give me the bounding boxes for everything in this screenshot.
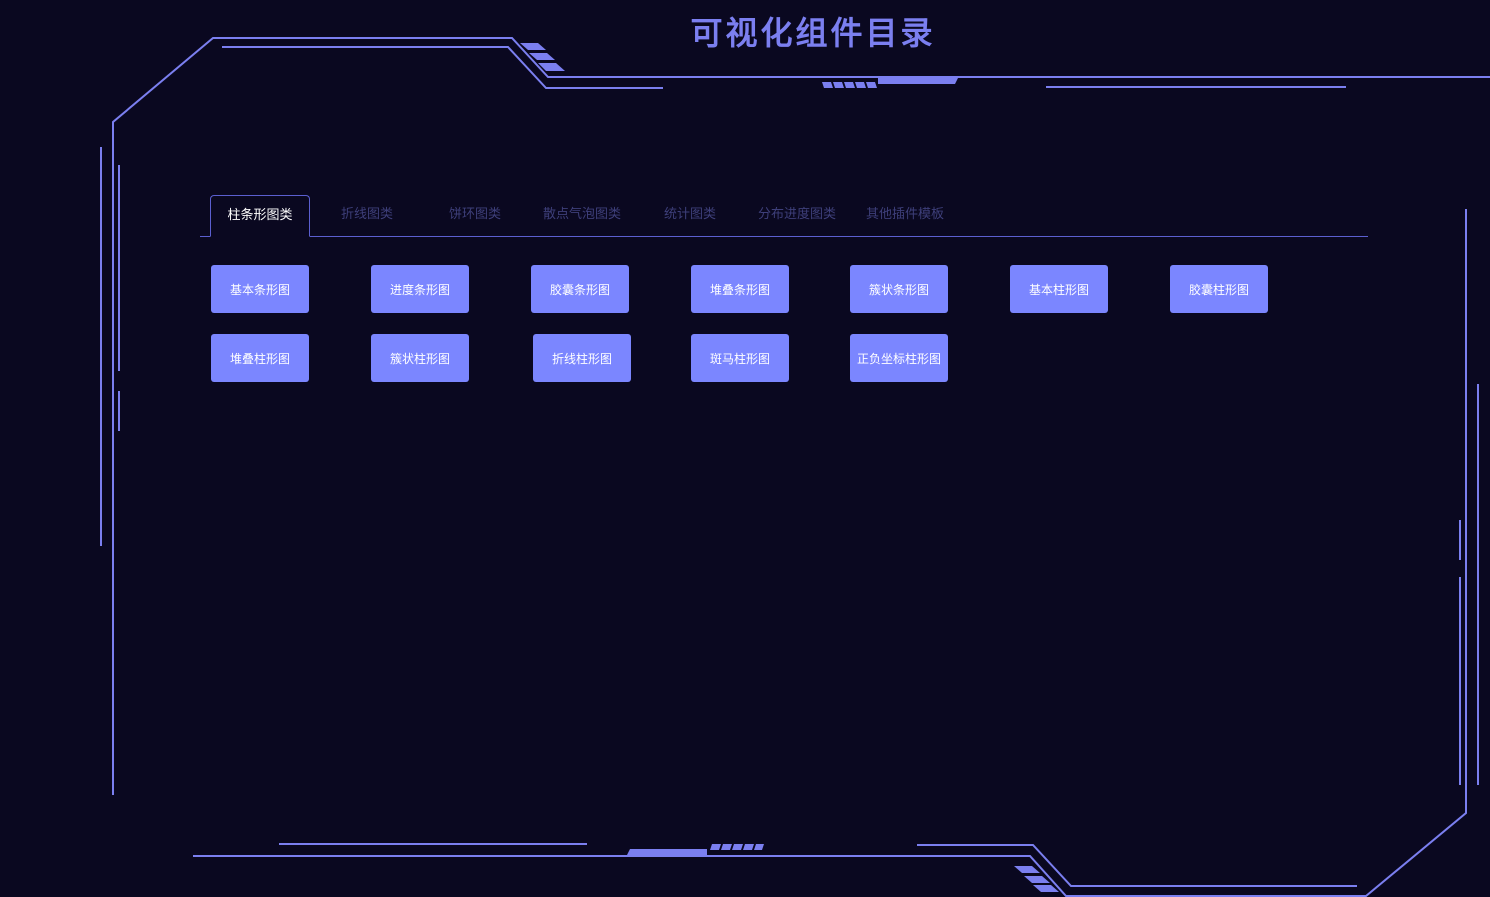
tab-distribution-progress-charts[interactable]: 分布进度图类 bbox=[757, 207, 836, 222]
frame-top-center-bar bbox=[878, 78, 958, 84]
clustered-column-chart-button[interactable]: 簇状柱形图 bbox=[371, 334, 469, 382]
tab-line-charts[interactable]: 折线图类 bbox=[340, 207, 393, 222]
basic-bar-chart-button[interactable]: 基本条形图 bbox=[211, 265, 309, 313]
tab-statistic-charts[interactable]: 统计图类 bbox=[663, 207, 716, 222]
frame-bottom-right-outer bbox=[193, 209, 1467, 897]
frame-segment bbox=[732, 844, 743, 850]
frame-segment bbox=[866, 82, 877, 88]
frame-stripe bbox=[520, 43, 546, 50]
page-title: 可视化组件目录 bbox=[690, 14, 936, 52]
frame-segment bbox=[822, 82, 833, 88]
frame-segment bbox=[833, 82, 844, 88]
stacked-bar-chart-button[interactable]: 堆叠条形图 bbox=[691, 265, 789, 313]
frame-stripe bbox=[529, 53, 555, 60]
frame-segment bbox=[754, 844, 764, 850]
tab-pie-ring-charts[interactable]: 饼环图类 bbox=[448, 207, 501, 222]
frame-stripe bbox=[1033, 885, 1059, 892]
frame-segment bbox=[844, 82, 855, 88]
zebra-column-chart-button[interactable]: 斑马柱形图 bbox=[691, 334, 789, 382]
basic-column-chart-button[interactable]: 基本柱形图 bbox=[1010, 265, 1108, 313]
tab-scatter-bubble-charts[interactable]: 散点气泡图类 bbox=[542, 207, 621, 222]
frame-segment bbox=[710, 844, 721, 850]
frame-bottom-center-bar bbox=[627, 849, 707, 855]
frame-top-left-outer bbox=[112, 37, 1490, 795]
clustered-bar-chart-button[interactable]: 簇状条形图 bbox=[850, 265, 948, 313]
frame-segment bbox=[721, 844, 732, 850]
tab-other-plugin-templates[interactable]: 其他插件模板 bbox=[865, 207, 944, 222]
positive-negative-column-chart-button[interactable]: 正负坐标柱形图 bbox=[850, 334, 948, 382]
tab-bar-charts[interactable]: 柱条形图类 bbox=[210, 195, 310, 237]
frame-bottom-right-inner bbox=[917, 844, 1357, 887]
frame-stripe bbox=[538, 63, 565, 71]
frame-stripe bbox=[1014, 866, 1040, 873]
frame-segment bbox=[743, 844, 754, 850]
line-column-chart-button[interactable]: 折线柱形图 bbox=[533, 334, 631, 382]
capsule-bar-chart-button[interactable]: 胶囊条形图 bbox=[531, 265, 629, 313]
capsule-column-chart-button[interactable]: 胶囊柱形图 bbox=[1170, 265, 1268, 313]
frame-top-left-inner bbox=[222, 46, 663, 89]
progress-bar-chart-button[interactable]: 进度条形图 bbox=[371, 265, 469, 313]
frame-segment bbox=[855, 82, 866, 88]
stacked-column-chart-button[interactable]: 堆叠柱形图 bbox=[211, 334, 309, 382]
category-tab-bar: 柱条形图类 折线图类 饼环图类 散点气泡图类 统计图类 分布进度图类 其他插件模… bbox=[200, 195, 1368, 237]
frame-stripe bbox=[1024, 876, 1050, 883]
